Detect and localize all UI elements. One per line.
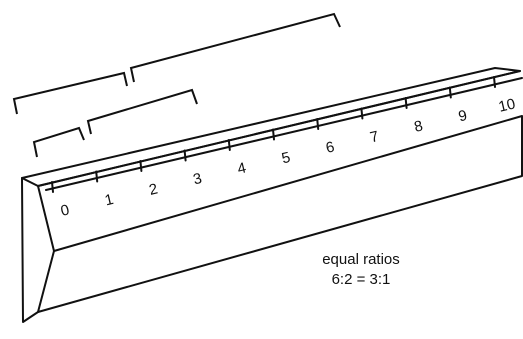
bracket-0-to-2 (12, 71, 128, 115)
caption-ratio-equation: 6:2 = 3:1 (332, 271, 391, 288)
ruler-tick-4 (227, 139, 231, 151)
ruler-tick-label-9: 9 (457, 107, 469, 125)
bracket-2-to-6 (129, 12, 341, 83)
ruler-tick-7 (360, 107, 364, 120)
ruler-tick-label-0: 0 (59, 201, 71, 219)
ruler-tick-5 (272, 128, 275, 141)
ruler-tick-8 (404, 97, 408, 109)
ruler-ticks (51, 76, 496, 193)
ruler-tick-3 (183, 149, 187, 162)
ruler-tick-label-6: 6 (324, 138, 336, 156)
ruler-tick-6 (316, 118, 320, 130)
ruler-tick-label-5: 5 (280, 149, 292, 167)
bracket-0-to-1 (32, 126, 85, 158)
ruler-top-edge-line (37, 70, 521, 187)
ruler-tick-label-4: 4 (236, 159, 248, 177)
ruler-tick-2 (139, 160, 143, 172)
ruler-tick-label-8: 8 (413, 117, 425, 135)
ruler-side-face (21, 177, 55, 323)
ruler-tick-labels: 0 1 2 3 4 5 6 7 8 9 10 (59, 95, 517, 219)
ruler-tick-label-2: 2 (147, 180, 159, 198)
ruler-tick-10 (493, 76, 496, 88)
ruler-tick-label-3: 3 (192, 170, 204, 188)
ruler-top-face (21, 67, 521, 187)
ruler-lower-edge-line (45, 77, 523, 191)
ruler-tick-label-7: 7 (368, 128, 380, 146)
ruler-front-face (37, 115, 523, 313)
ruler-tick-label-1: 1 (103, 191, 115, 209)
ruler-tick-label-10: 10 (497, 95, 517, 115)
ruler-tick-1 (95, 170, 99, 183)
ruler-tick-9 (448, 86, 452, 99)
caption-equal-ratios: equal ratios (322, 251, 400, 268)
ruler-tick-0 (51, 181, 54, 193)
bracket-1-to-3 (86, 88, 198, 135)
